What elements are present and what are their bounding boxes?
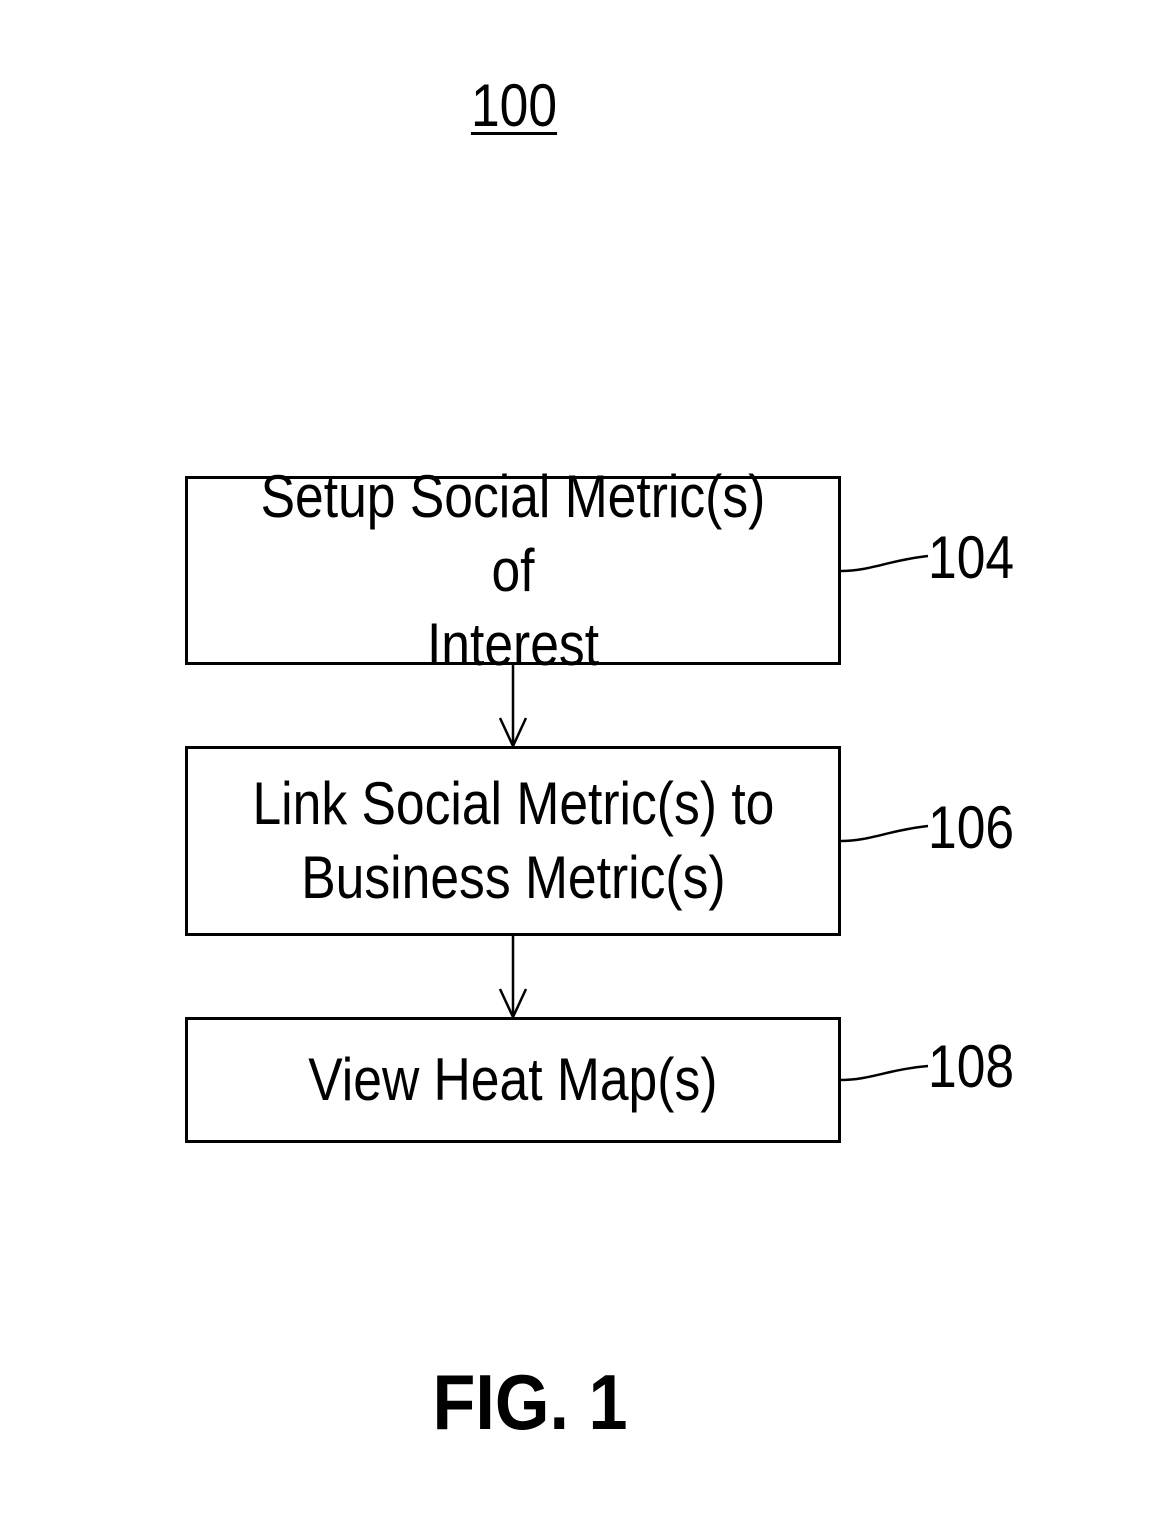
step-label: Link Social Metric(s) to Business Metric… (252, 767, 774, 915)
reference-numeral: 108 (928, 1035, 1014, 1099)
reference-numeral: 106 (928, 796, 1014, 860)
flow-arrowhead (500, 989, 526, 1017)
step-box-setup-social-metrics: Setup Social Metric(s) of Interest (185, 476, 841, 665)
figure-caption: FIG. 1 (431, 1360, 629, 1444)
step-box-link-metrics: Link Social Metric(s) to Business Metric… (185, 746, 841, 936)
flow-arrowhead (500, 718, 526, 746)
reference-numeral: 104 (928, 526, 1014, 590)
leader-line (841, 826, 928, 841)
leader-line (841, 1066, 928, 1080)
step-label: Setup Social Metric(s) of Interest (234, 460, 793, 682)
figure-reference-number: 100 (468, 74, 561, 138)
step-box-view-heat-maps: View Heat Map(s) (185, 1017, 841, 1143)
step-label: View Heat Map(s) (308, 1043, 717, 1117)
leader-line (841, 556, 928, 571)
